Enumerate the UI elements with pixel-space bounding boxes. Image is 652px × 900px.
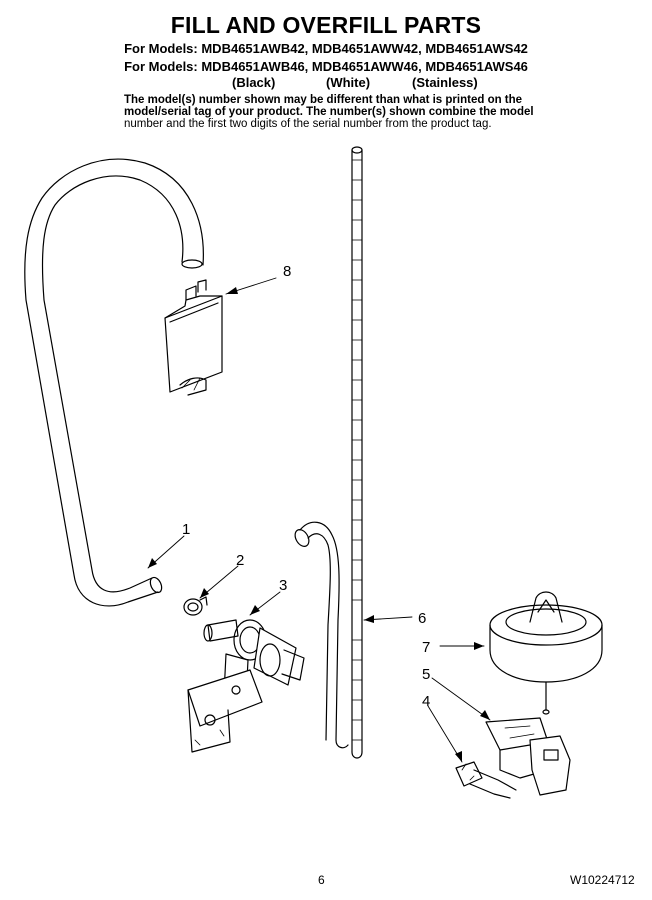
- callout-8: 8: [283, 263, 291, 280]
- float-switch: [455, 761, 517, 799]
- conduit: [351, 146, 363, 759]
- callout-7: 7: [422, 639, 430, 656]
- variant-white: (White): [326, 75, 371, 90]
- page-number: 6: [318, 873, 325, 887]
- float-switch-bracket: [485, 717, 571, 796]
- fill-hose: [24, 158, 204, 607]
- notice-line-3: number and the first two digits of the s…: [124, 118, 492, 130]
- document-code: W10224712: [570, 873, 635, 887]
- notice-line-1: The model(s) number shown may be differe…: [124, 94, 523, 106]
- variant-stainless: (Stainless): [412, 75, 478, 90]
- clamp: [183, 596, 208, 616]
- callout-3: 3: [279, 577, 287, 594]
- air-gap: [164, 279, 223, 396]
- conduit-loop: [294, 521, 349, 749]
- water-valve: [187, 619, 305, 753]
- models-line-2: For Models: MDB4651AWB46, MDB4651AWW46, …: [124, 59, 528, 74]
- leader-arrowheads: [148, 287, 490, 762]
- callout-2: 2: [236, 552, 244, 569]
- notice-line-2: model/serial tag of your product. The nu…: [124, 106, 534, 118]
- callout-4: 4: [422, 693, 430, 710]
- variant-black: (Black): [232, 75, 276, 90]
- callout-6: 6: [418, 610, 426, 627]
- page-title: FILL AND OVERFILL PARTS: [170, 12, 482, 38]
- float: [489, 591, 603, 715]
- models-line-1: For Models: MDB4651AWB42, MDB4651AWW42, …: [124, 41, 528, 56]
- callout-1: 1: [182, 521, 190, 538]
- callout-5: 5: [422, 666, 430, 683]
